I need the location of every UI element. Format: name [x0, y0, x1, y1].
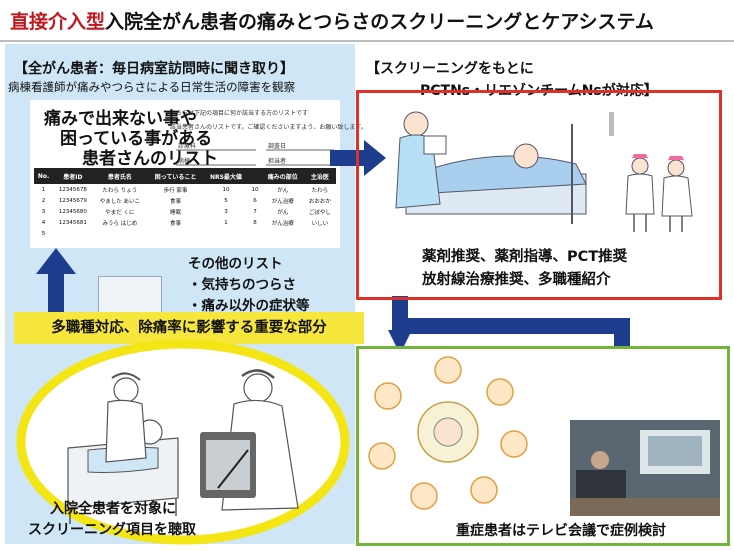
table-cell: 2 [41, 197, 46, 204]
highlight-bar: 多職種対応、除痛率に影響する重要な部分 [14, 312, 364, 344]
other-list-item-1: ・気持ちのつらさ [188, 277, 296, 293]
intervention-text-line1: 薬剤推奨、薬剤指導、PCT推奨 [422, 249, 628, 265]
document-title-line2: 困っている事がある [60, 129, 213, 149]
table-cell: おおおか [308, 198, 331, 205]
table-cell: 睡眠 [169, 209, 181, 216]
table-row: 1 12345678 たわら りょう 歩行 家事 10 10 がん たわら [34, 184, 336, 195]
table-header-cell [248, 168, 262, 184]
team-circle-illustration [368, 356, 528, 510]
table-cell: がん治療 [271, 220, 294, 227]
table-cell: がん [277, 187, 289, 194]
other-list-heading: その他のリスト [188, 256, 283, 272]
ellipse-caption-line2: スクリーニング項目を聴取 [28, 522, 196, 538]
table-cell: やまだ くに [105, 209, 135, 216]
table-cell: がん [277, 209, 289, 216]
table-cell: いしい [311, 220, 329, 227]
table-cell: 12345680 [58, 208, 87, 215]
decorative-mark [609, 112, 614, 136]
document-title-line1: 痛みで出来ない事や [44, 109, 197, 129]
table-cell: やました あいこ [99, 198, 141, 205]
bedside-nurse-illustration [395, 111, 587, 224]
table-cell: 食事 [169, 198, 181, 205]
field-ward: 病棟 [178, 158, 191, 165]
nurse-illustration [16, 339, 350, 545]
table-cell: ごぼやし [308, 209, 331, 216]
table-body: 1 12345678 たわら りょう 歩行 家事 10 10 がん たわら 2 12345679 や… [34, 184, 336, 239]
other-list-item-2: ・痛み以外の症状等 [188, 298, 310, 314]
table-cell: 10 [251, 186, 259, 193]
video-conference-photo [570, 420, 720, 516]
table-cell: がん治療 [271, 198, 294, 205]
document-note: こちらは下記の項目に何か該当する方のリストです [170, 110, 309, 117]
two-nurses-illustration [625, 154, 693, 232]
document-note-2: 該当患者さんのリストです。ご確認くださいますよう、お願い致します。 [170, 124, 367, 131]
table-cell: たわら りょう [102, 187, 138, 194]
table-cell: 12345681 [58, 219, 87, 226]
left-header: 【全がん患者：毎日病室訪問時に聞き取り】 [14, 61, 294, 77]
intervention-text: 薬剤推奨、薬剤指導、PCT推奨 放射線治療推奨、多職種紹介 [422, 246, 627, 292]
table-cell: 12345678 [58, 186, 87, 193]
table-cell: 5 [41, 230, 46, 237]
field-department: 診療科 [178, 143, 197, 150]
conference-caption: 重症患者はテレビ会議で症例検討 [456, 523, 666, 539]
other-list: その他のリスト ・気持ちのつらさ ・痛み以外の症状等 [188, 254, 310, 317]
table-cell [248, 228, 262, 239]
table-header-cell: 困っていること [147, 168, 204, 184]
table-cell: 歩行 家事 [163, 187, 188, 194]
table-cell: 5 [224, 197, 228, 204]
table-header-cell: 患者氏名 [92, 168, 148, 184]
right-header-line1: 【スクリーニングをもとに [366, 61, 534, 77]
intervention-text-line2: 放射線治療推奨、多職種紹介 [422, 272, 611, 288]
table-header-cell: 痛みの部位 [261, 168, 304, 184]
table-cell: 1 [41, 186, 46, 193]
table-cell: みうら はじめ [102, 220, 138, 227]
field-date: 調査日 [268, 143, 287, 150]
table-cell [53, 228, 93, 239]
intervention-box [356, 90, 722, 300]
table-cell: 12345679 [58, 197, 87, 204]
document-title-line3: 患者さんのリスト [82, 149, 218, 169]
table-cell: 8 [253, 219, 257, 226]
page-title: 直接介入型入院全がん患者の痛みとつらさのスクリーニングとケアシステム [10, 7, 654, 34]
table-cell [93, 228, 148, 239]
table-cell: 10 [222, 186, 230, 193]
table-cell: 1 [224, 219, 228, 226]
up-arrow [36, 248, 76, 314]
table-cell: 3 [41, 208, 46, 215]
table-cell: 6 [253, 197, 257, 204]
table-cell: 食事 [169, 220, 181, 227]
table-header-cell: 主治医 [303, 168, 336, 184]
table-cell [147, 228, 203, 239]
title-bar [0, 0, 734, 42]
table-header-cell: No. [34, 168, 54, 184]
document-field-lines [176, 149, 334, 166]
table-cell: 7 [253, 208, 257, 215]
table-cell [262, 228, 304, 239]
field-staff: 担当者 [268, 158, 287, 165]
table-cell [304, 228, 336, 239]
left-subheader: 病棟看護師が痛みやつらさによる日常生活の障害を観察 [8, 80, 296, 94]
title-highlight: 直接介入型 [10, 11, 106, 33]
table-row: 3 12345680 やまだ くに 睡眠 3 7 がん ごぼやし [34, 206, 336, 217]
table-row: 5 [34, 228, 336, 239]
table-cell: 3 [224, 208, 228, 215]
table-cell [204, 228, 248, 239]
table-cell: 4 [41, 219, 46, 226]
title-rest: 入院全がん患者の痛みとつらさのスクリーニングとケアシステム [105, 11, 654, 33]
table-header-cell: 患者ID [53, 168, 93, 184]
ellipse-caption-line1: 入院全患者を対象に [50, 501, 176, 517]
table-header-cell: NRS最大値 [203, 168, 249, 184]
table-row: 4 12345681 みうら はじめ 食事 1 8 がん治療 いしい [34, 217, 336, 228]
table-cell: たわら [311, 187, 329, 194]
table-row: 2 12345679 やました あいこ 食事 5 6 がん治療 おおおか [34, 195, 336, 206]
